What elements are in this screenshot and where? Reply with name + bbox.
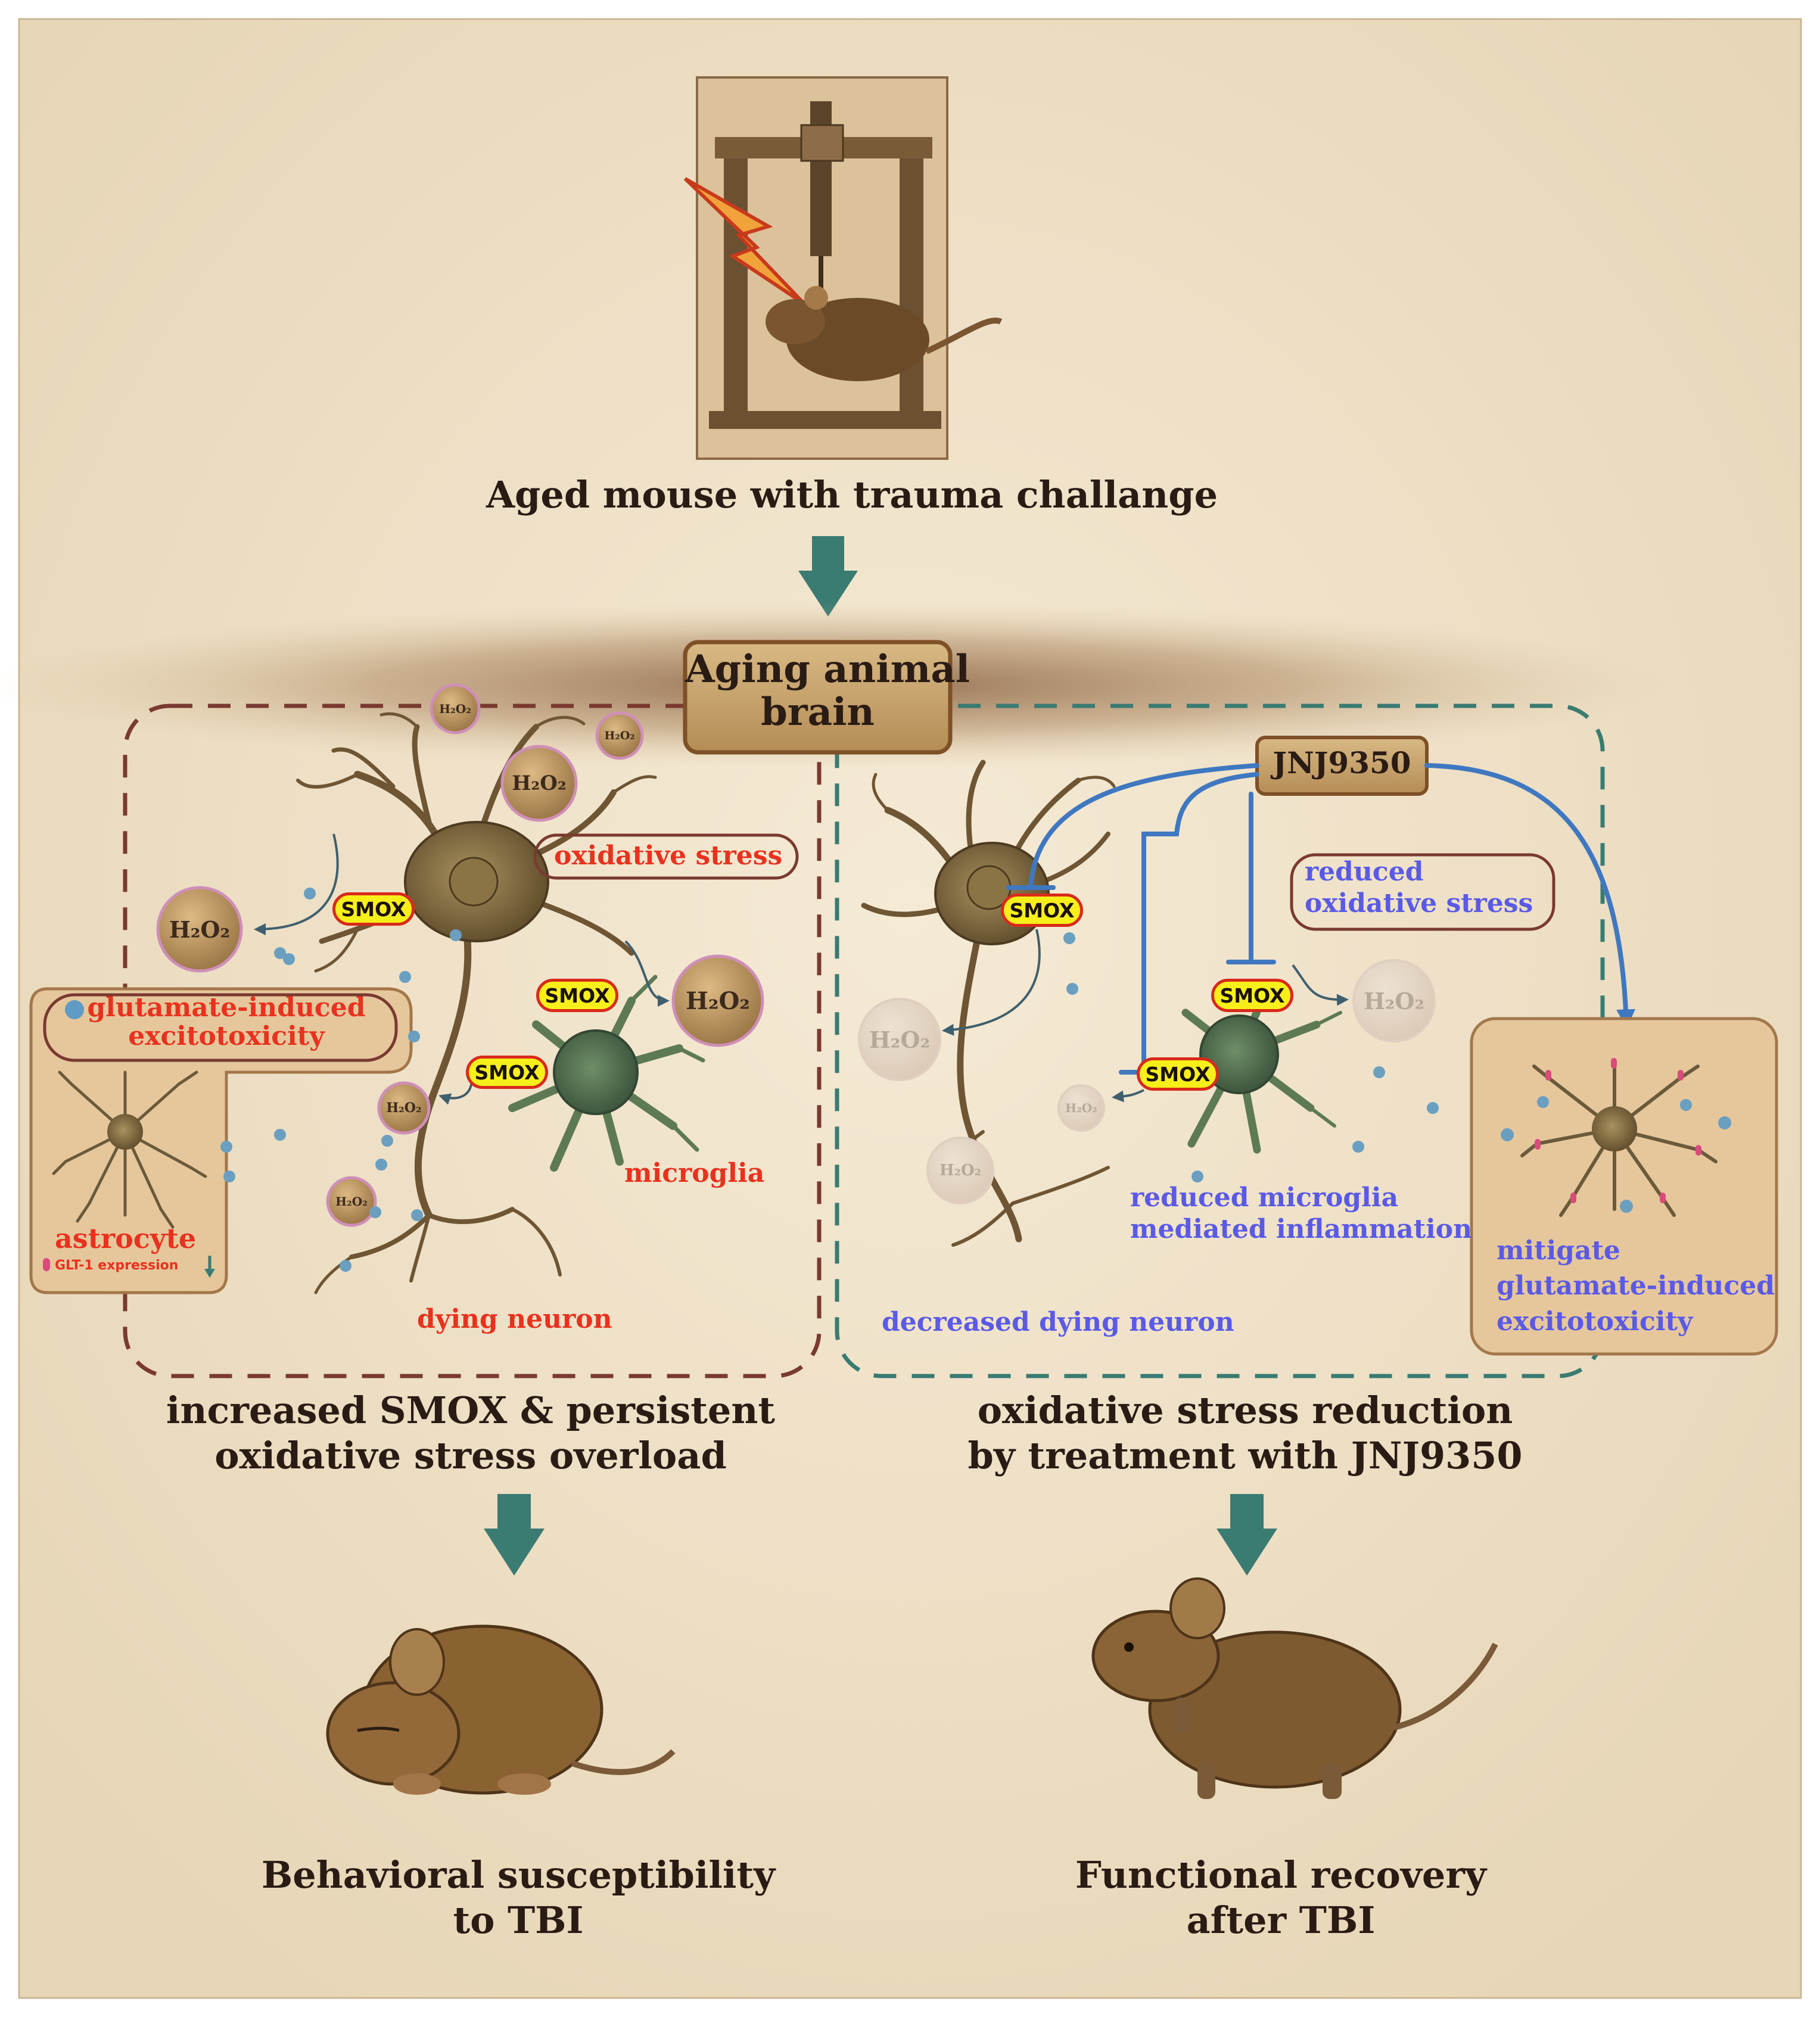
arrows-right (942, 929, 1349, 1103)
right-caption-line1: oxidative stress reduction (977, 1389, 1513, 1432)
h2o2-balls-left (156, 683, 764, 1227)
aging-brain-line2: brain (761, 689, 875, 734)
decreased-dying-neuron-label: decreased dying neuron (882, 1307, 1234, 1337)
astrocyte-left (52, 1070, 207, 1229)
excitotoxicity-line1: glutamate-induced (87, 992, 366, 1023)
astrocyte-left-soma (107, 1114, 143, 1150)
sleeping-mouse-illustration (326, 1624, 676, 1795)
h2o2-label: H₂O₂ (169, 916, 231, 943)
left-caption-line1: increased SMOX & persistent (166, 1389, 776, 1432)
right-outcome-line1: Functional recovery (1075, 1853, 1487, 1897)
right-caption-line2: by treatment with JNJ9350 (967, 1433, 1523, 1477)
reduced-inflammation-line2: mediated inflammation (1130, 1213, 1473, 1244)
mitigate-line1: mitigate (1497, 1235, 1620, 1266)
mitigate-line3: excitotoxicity (1497, 1306, 1693, 1337)
left-panel-caption: increased SMOX & persistent oxidative st… (107, 1388, 834, 1478)
right-outcome-line2: after TBI (1186, 1898, 1376, 1942)
h2o2-label: H₂O₂ (512, 771, 567, 795)
right-outcome: Functional recovery after TBI (917, 1853, 1644, 1943)
right-panel-caption: oxidative stress reduction by treatment … (882, 1388, 1609, 1478)
jnj-label: JNJ9350 (1273, 745, 1411, 780)
down-arrow-icon (204, 1256, 215, 1278)
h2o2-label: H₂O₂ (686, 986, 750, 1015)
excitotoxicity-line2: excitotoxicity (128, 1021, 325, 1052)
h2o2-balls-right (858, 959, 1436, 1204)
reduced-stress-line2: oxidative stress (1305, 888, 1533, 919)
h2o2-label: H₂O₂ (439, 702, 471, 716)
oxidative-stress-box (533, 833, 799, 880)
microglia-label: microglia (624, 1158, 765, 1188)
h2o2-label: H₂O₂ (386, 1100, 422, 1116)
h2o2-label: H₂O₂ (869, 1026, 931, 1053)
left-outcome-line1: Behavioral susceptibility (261, 1853, 776, 1897)
standing-mouse-illustration (1091, 1577, 1498, 1799)
microglia-left-soma (553, 1029, 639, 1115)
astrocyte-right (1520, 1062, 1718, 1217)
smox-badge: SMOX (1001, 894, 1083, 927)
oxidative-stress-label: oxidative stress (554, 841, 783, 871)
aging-brain-line1: Aging animal (685, 647, 970, 692)
smox-badge: SMOX (536, 979, 618, 1012)
glutamate-dots-right (1063, 932, 1439, 1182)
h2o2-label: H₂O₂ (1065, 1101, 1097, 1115)
glutamate-dots-left (220, 888, 462, 1272)
glutamate-dot (65, 1000, 84, 1019)
astrocyte-box (29, 987, 413, 1294)
smox-badge: SMOX (466, 1056, 548, 1089)
aging-brain-box (683, 640, 953, 755)
smox-badge: SMOX (1137, 1057, 1219, 1091)
glt1-markers-right (1535, 1058, 1701, 1203)
excitotoxicity-label-box (43, 993, 398, 1062)
dying-neuron-label: dying neuron (417, 1304, 612, 1334)
microglia-right-soma (1199, 1014, 1279, 1094)
top-caption: Aged mouse with trauma challange (486, 473, 1218, 516)
astrocyte-label: astrocyte (55, 1222, 197, 1255)
glt1-marker-icon (43, 1258, 50, 1271)
glutamate-dots-astrocyte-right (1501, 1096, 1731, 1213)
aging-brain-title: Aging animal brain (685, 647, 970, 734)
smox-badge: SMOX (1211, 979, 1293, 1012)
arrow-down-1 (798, 536, 858, 617)
glt1-label: GLT-1 expression (55, 1258, 179, 1273)
excitotoxicity-label: glutamate-induced excitotoxicity (60, 992, 393, 1052)
mitigate-line2: glutamate-induced (1497, 1271, 1775, 1302)
reduced-stress-box (1290, 853, 1555, 931)
arrow-down-left (484, 1494, 545, 1576)
h2o2-label: H₂O₂ (939, 1162, 981, 1179)
left-caption-line2: oxidative stress overload (214, 1433, 727, 1477)
left-outcome: Behavioral susceptibility to TBI (161, 1853, 876, 1943)
reduced-inflammation-line1: reduced microglia (1130, 1182, 1399, 1213)
mitigate-label: mitigate glutamate-induced excitotoxicit… (1497, 1233, 1775, 1339)
left-outcome-line2: to TBI (453, 1898, 584, 1942)
smox-badge: SMOX (332, 892, 415, 926)
astrocyte-right-soma (1592, 1106, 1637, 1151)
h2o2-label: H₂O₂ (335, 1194, 368, 1209)
reduced-inflammation-label: reduced microglia mediated inflammation (1130, 1182, 1472, 1246)
reduced-stress-label: reduced oxidative stress (1305, 857, 1533, 920)
reduced-stress-line1: reduced (1305, 857, 1424, 887)
jnj-inhibition-lines (1006, 763, 1636, 1075)
dying-neuron-nucleus (449, 857, 499, 907)
arrow-down-right (1217, 1494, 1277, 1576)
h2o2-label: H₂O₂ (604, 729, 635, 742)
h2o2-label: H₂O₂ (1363, 987, 1425, 1014)
recovering-neuron (861, 760, 1116, 1247)
impact-device-illustration (683, 76, 1003, 460)
